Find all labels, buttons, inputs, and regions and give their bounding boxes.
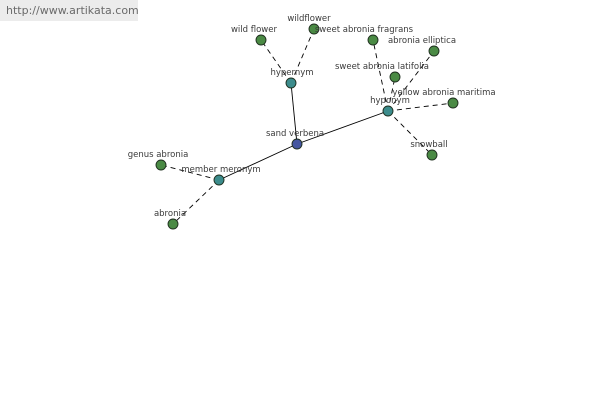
node-label-abronia: abronia [154, 209, 186, 219]
edges-layer [160, 28, 454, 225]
node-sweet-abronia-latifolia[interactable] [389, 71, 401, 83]
node-genus-abronia[interactable] [155, 159, 167, 171]
node-label-genus-abronia: genus abronia [128, 150, 189, 160]
node-abronia-elliptica[interactable] [428, 45, 440, 57]
node-member-meronym[interactable] [213, 174, 225, 186]
node-wild-flower[interactable] [255, 34, 267, 46]
node-label-abronia-elliptica: abronia elliptica [388, 36, 456, 46]
edge-member-meronym-to-genus-abronia [160, 164, 220, 181]
site-url: http://www.artikata.com [6, 4, 139, 17]
edge-sand-verbena-to-hypernym [290, 82, 298, 145]
node-sand-verbena[interactable] [291, 138, 303, 150]
node-label-yellow-abronia-maritima: yellow abronia maritima [392, 88, 495, 98]
node-label-sweet-abronia-latifolia: sweet abronia latifolia [335, 62, 429, 72]
edge-hyponym-to-sweet-abronia-fragrans [372, 39, 389, 112]
node-label-hypernym: hypernym [270, 68, 313, 78]
edge-hyponym-to-abronia-elliptica [387, 50, 435, 112]
edge-sand-verbena-to-member-meronym [218, 143, 298, 181]
nodes-layer [155, 23, 459, 230]
edge-sand-verbena-to-hyponym [296, 110, 389, 145]
node-snowball[interactable] [426, 149, 438, 161]
labels-layer: sand verbena hypernym hyponym member merony… [128, 14, 496, 219]
node-label-snowball: snowball [410, 140, 447, 150]
node-label-wildflower: wildflower [287, 14, 331, 24]
edge-hyponym-to-snowball [387, 110, 433, 156]
node-label-member-meronym: member meronym [181, 165, 260, 175]
node-hypernym[interactable] [285, 77, 297, 89]
edge-member-meronym-to-abronia [172, 179, 220, 225]
node-yellow-abronia-maritima[interactable] [447, 97, 459, 109]
node-hyponym[interactable] [382, 105, 394, 117]
node-label-hyponym: hyponym [370, 96, 410, 106]
edge-hypernym-to-wildflower [290, 28, 315, 84]
node-wildflower[interactable] [308, 23, 320, 35]
node-label-sweet-abronia-fragrans: sweet abronia fragrans [315, 25, 414, 35]
node-label-wild-flower: wild flower [231, 25, 278, 35]
url-banner: http://www.artikata.com [0, 0, 139, 21]
node-abronia[interactable] [167, 218, 179, 230]
edge-hyponym-to-sweet-abronia-latifolia [387, 76, 396, 112]
node-label-sand-verbena: sand verbena [266, 129, 324, 139]
node-sweet-abronia-fragrans[interactable] [367, 34, 379, 46]
edge-hyponym-to-yellow-abronia-maritima [387, 102, 454, 112]
